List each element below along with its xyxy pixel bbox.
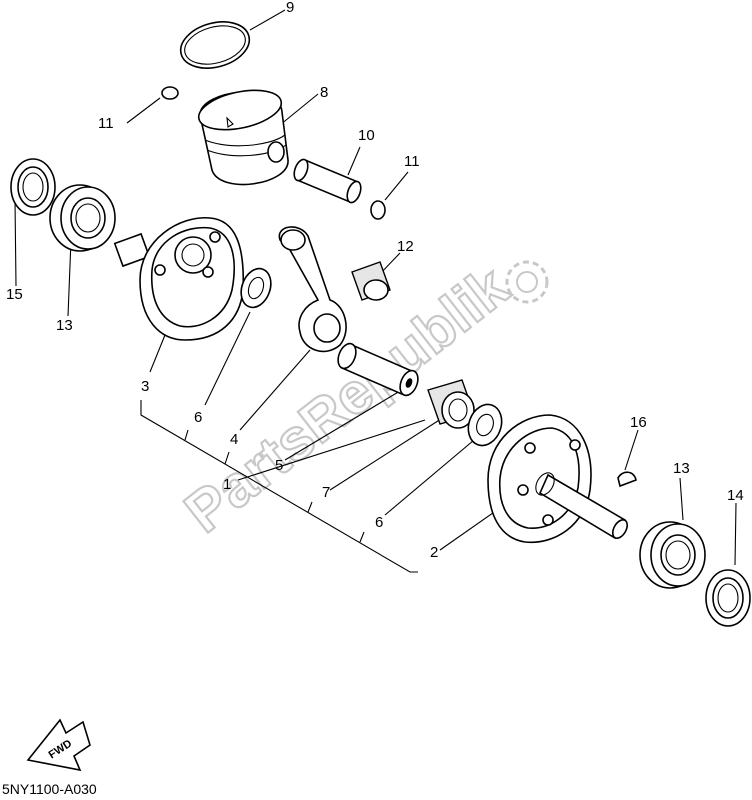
gear-watermark-icon xyxy=(505,260,549,304)
circlip-left xyxy=(161,86,179,100)
oil-seal-left xyxy=(10,158,56,216)
callout-9: 9 xyxy=(286,0,294,16)
connecting-rod xyxy=(278,226,347,353)
thrust-washer-right xyxy=(467,403,503,447)
callout-13-left: 13 xyxy=(56,317,73,334)
callout-15: 15 xyxy=(6,286,23,303)
callout-1: 1 xyxy=(223,476,231,493)
callout-10: 10 xyxy=(358,127,375,144)
big-end-bearing xyxy=(427,379,475,429)
callout-2: 2 xyxy=(430,544,438,561)
thrust-washer-left xyxy=(240,267,272,309)
callout-6-right: 6 xyxy=(375,514,383,531)
right-crank-half xyxy=(487,414,629,544)
callout-8: 8 xyxy=(320,84,328,101)
bearing-left xyxy=(49,184,116,252)
oil-seal-right xyxy=(705,569,751,627)
callout-3: 3 xyxy=(141,378,149,395)
callout-11-right: 11 xyxy=(404,153,420,170)
callout-6-left: 6 xyxy=(194,409,202,426)
piston-pin xyxy=(293,158,362,204)
callout-7: 7 xyxy=(322,484,330,501)
callout-5: 5 xyxy=(275,457,283,474)
leader-lines xyxy=(14,9,737,573)
callout-13-right: 13 xyxy=(673,460,690,477)
piston-ring xyxy=(179,21,251,69)
diagram-code: 5NY1100-A030 xyxy=(2,781,97,797)
woodruff-key xyxy=(617,471,637,488)
circlip-right xyxy=(370,200,386,220)
piston xyxy=(197,89,289,186)
small-end-bearing xyxy=(351,261,391,301)
fwd-arrow-icon: FWD xyxy=(26,718,91,772)
callout-11-left: 11 xyxy=(98,115,114,132)
callout-14: 14 xyxy=(727,487,744,504)
left-crank-half xyxy=(113,217,245,341)
callout-4: 4 xyxy=(230,431,238,448)
callout-numbers: 9 8 11 10 11 12 15 13 3 6 4 5 1 7 6 2 16… xyxy=(6,0,744,561)
callout-12: 12 xyxy=(397,238,414,255)
bearing-right xyxy=(639,521,706,589)
crank-pin xyxy=(337,342,419,397)
callout-16: 16 xyxy=(630,414,647,431)
